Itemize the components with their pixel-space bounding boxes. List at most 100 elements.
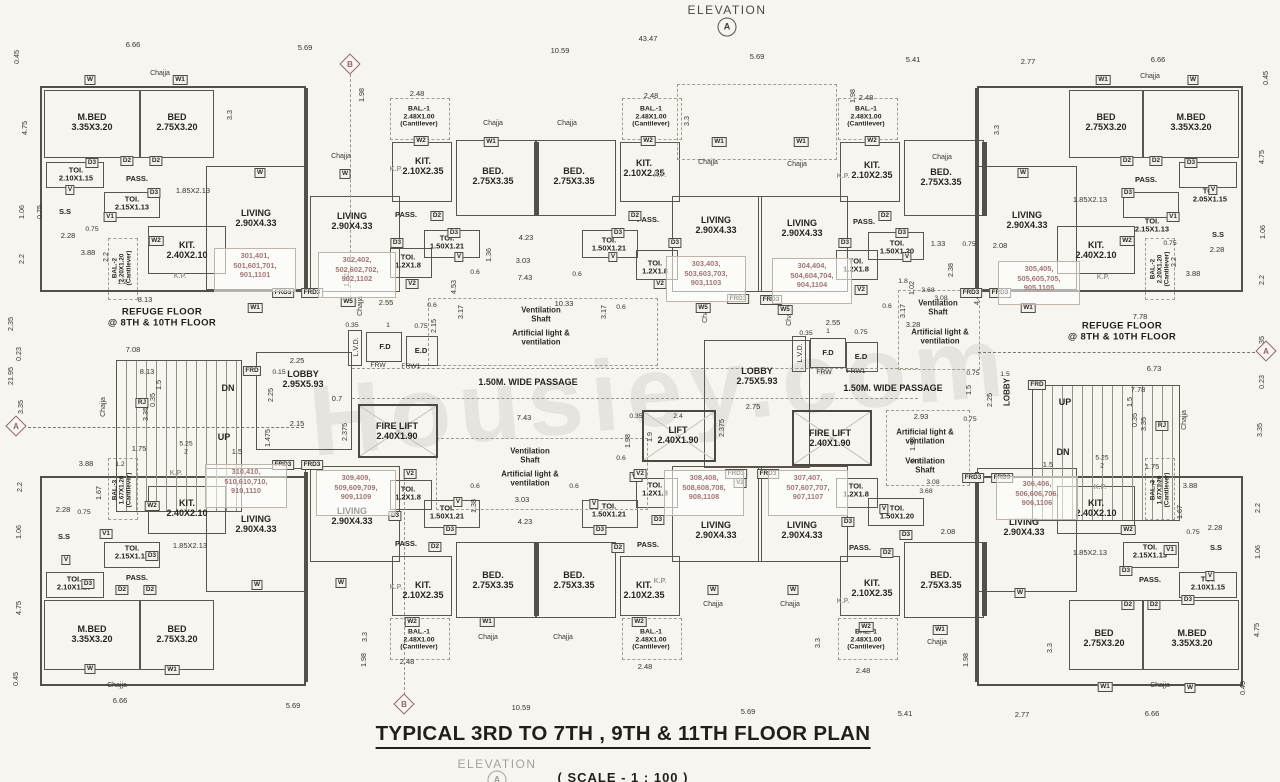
ref-tag-d3: D3	[85, 158, 99, 168]
plan-label: PASS.	[853, 216, 875, 226]
chajja-dashed-line	[390, 98, 450, 140]
elevation-label-top: ELEVATION	[687, 3, 767, 17]
plan-label: 2.2	[14, 482, 24, 492]
plan-label: 2.2	[1256, 275, 1266, 285]
grid-marker-letter: B	[347, 59, 353, 69]
ref-tag-d3: D3	[841, 517, 855, 527]
ref-tag-d2: D2	[611, 543, 625, 553]
plan-label: Chajja	[787, 161, 807, 169]
ref-tag-w1: W1	[711, 137, 727, 147]
ref-tag-d3: D3	[145, 551, 159, 561]
plan-label: 2.55	[378, 297, 394, 307]
room-wall	[366, 332, 402, 362]
plan-label: 3.35	[1254, 423, 1264, 437]
ref-tag-w5: W5	[340, 297, 356, 307]
plan-label: 4.75	[19, 121, 29, 135]
ref-tag-w: W	[1017, 168, 1029, 178]
room-wall	[1179, 162, 1237, 188]
plan-label: 0.75	[962, 241, 976, 249]
room-wall	[904, 140, 984, 216]
plan-label: Chajja	[780, 601, 800, 609]
room-wall	[392, 142, 452, 202]
ref-tag-d2: D2	[430, 211, 444, 221]
ref-tag-d2: D2	[1120, 156, 1134, 166]
room-wall	[792, 336, 806, 372]
ref-tag-w: W	[251, 580, 263, 590]
plan-label: 1.33	[930, 238, 946, 248]
room-wall	[620, 142, 680, 202]
ref-tag-d3: D3	[668, 238, 682, 248]
plan-label: 4.75	[1251, 623, 1261, 637]
ref-tag-d2: D2	[143, 585, 157, 595]
grid-marker-b: B	[393, 693, 415, 715]
room-wall	[1057, 226, 1135, 274]
chajja-dashed-line	[622, 98, 682, 140]
ref-tag-w1: W1	[793, 137, 809, 147]
room-wall	[104, 542, 160, 568]
room-wall	[1143, 600, 1239, 670]
ref-tag-w1: W1	[247, 303, 263, 313]
ref-tag-w: W	[1184, 683, 1196, 693]
passage-line	[352, 368, 918, 369]
unit-numbers-box: 303,403,503,603,703,903,1103	[666, 256, 746, 302]
ref-tag-d3: D3	[895, 228, 909, 238]
room-wall	[46, 572, 104, 598]
chajja-dashed-line	[390, 618, 450, 660]
room-wall	[140, 600, 214, 670]
ref-tag-v1: V1	[99, 529, 113, 539]
ref-tag-w2: W2	[413, 136, 429, 146]
ref-tag-w2: W2	[144, 501, 160, 511]
plan-label: 6.66	[125, 39, 141, 49]
ref-tag-frd: FRD	[1027, 380, 1047, 390]
chajja-dashed-line	[622, 618, 682, 660]
room-wall	[582, 500, 638, 528]
ref-tag-v1: V1	[1166, 212, 1180, 222]
plan-label: 4.75	[1256, 150, 1266, 164]
plan-label: Chajja	[553, 634, 573, 642]
ref-tag-v: V	[879, 504, 889, 514]
ref-tag-v2: V2	[653, 279, 667, 289]
plan-label: 2.48	[637, 661, 653, 671]
wall-fill	[982, 542, 987, 616]
elevation-mark-a-bottom: A	[487, 770, 507, 782]
plan-label: 2.2	[1252, 503, 1262, 513]
plan-label: 6.66	[1150, 54, 1166, 64]
plan-label: 43.47	[638, 33, 658, 43]
plan-label: 0.23	[13, 347, 23, 361]
ref-tag-frd3: FRD3	[301, 460, 323, 470]
room-wall	[536, 542, 616, 618]
plan-label: 2.38	[945, 263, 955, 277]
plan-label: 1.98	[356, 88, 366, 102]
ref-tag-d3: D3	[1121, 188, 1135, 198]
plan-label: 4.75	[13, 601, 23, 615]
ref-tag-v2: V2	[403, 469, 417, 479]
plan-label: 1	[386, 322, 390, 330]
grid-marker-letter: A	[13, 421, 19, 431]
plan-label: 0.6	[572, 271, 582, 279]
ref-tag-w: W	[254, 168, 266, 178]
plan-label: 1.98	[960, 653, 970, 667]
lift-shaft	[792, 410, 872, 466]
chajja-dashed-line	[108, 238, 138, 300]
section-line	[978, 352, 1270, 353]
plan-label: 2.48	[855, 665, 871, 675]
room-wall	[1069, 90, 1143, 158]
ref-tag-d2: D2	[1147, 600, 1161, 610]
grid-marker-letter: A	[1263, 346, 1269, 356]
plan-label: 5.69	[285, 700, 301, 710]
ref-tag-d3: D3	[899, 530, 913, 540]
room-wall	[1123, 192, 1179, 218]
room-wall	[846, 342, 878, 372]
plan-label: 1.06	[1252, 545, 1262, 559]
ref-tag-v: V	[454, 252, 464, 262]
plan-label: 0.23	[1256, 375, 1266, 389]
room-wall	[392, 556, 452, 616]
ref-tag-w: W	[84, 664, 96, 674]
ref-tag-d2: D2	[428, 542, 442, 552]
ref-tag-d3: D3	[390, 238, 404, 248]
room-wall	[840, 556, 900, 616]
ref-tag-d2: D2	[1121, 600, 1135, 610]
plan-label: 3.3	[812, 638, 822, 648]
plan-label: 5.41	[897, 708, 913, 718]
